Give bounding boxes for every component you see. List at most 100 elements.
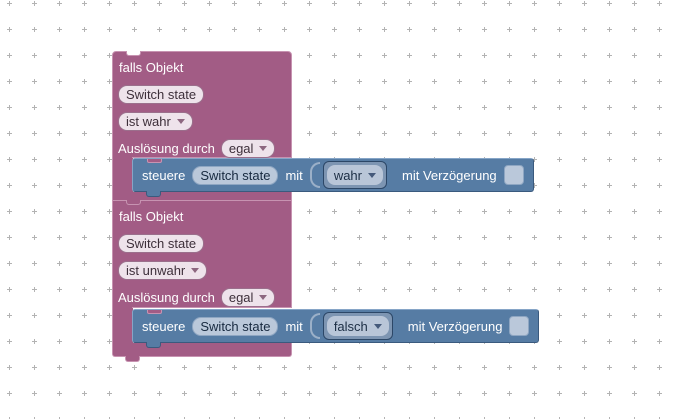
grid-cross — [657, 235, 662, 240]
grid-cross — [632, 391, 637, 396]
grid-cross — [507, 105, 512, 110]
grid-cross — [657, 183, 662, 188]
grid-cross — [32, 365, 37, 370]
grid-cross — [457, 365, 462, 370]
grid-cross — [7, 53, 12, 58]
grid-cross — [407, 27, 412, 32]
grid-cross — [82, 27, 87, 32]
grid-cross — [557, 105, 562, 110]
grid-cross — [57, 261, 62, 266]
grid-cross — [582, 209, 587, 214]
boolean-value-block[interactable]: falsch — [322, 312, 393, 340]
grid-cross — [457, 131, 462, 136]
grid-cross — [532, 287, 537, 292]
grid-cross — [257, 365, 262, 370]
grid-cross — [107, 391, 112, 396]
grid-cross — [457, 287, 462, 292]
grid-cross — [507, 235, 512, 240]
grid-cross — [382, 105, 387, 110]
grid-cross — [382, 287, 387, 292]
control-block-1[interactable]: steuere Switch state mit wahr mit Verzög… — [132, 158, 534, 197]
trigger-block-body[interactable]: falls Objekt Switch state ist unwahr Aus… — [112, 200, 292, 308]
grid-cross — [507, 79, 512, 84]
grid-cross — [82, 183, 87, 188]
object-id-field[interactable]: Switch state — [118, 234, 205, 253]
trigger-by-dropdown[interactable]: egal — [220, 288, 276, 307]
object-id-field[interactable]: Switch state — [118, 85, 205, 104]
grid-cross — [182, 1, 187, 6]
with-label: mit — [285, 318, 303, 334]
grid-cross — [582, 105, 587, 110]
grid-cross — [82, 157, 87, 162]
trigger-by-dropdown[interactable]: egal — [220, 139, 276, 158]
delay-checkbox[interactable] — [509, 316, 530, 336]
grid-cross — [557, 157, 562, 162]
grid-cross — [332, 209, 337, 214]
grid-cross — [32, 261, 37, 266]
grid-cross — [382, 27, 387, 32]
trigger-block-body[interactable]: falls Objekt Switch state ist wahr Auslö… — [112, 51, 292, 158]
boolean-dropdown[interactable]: wahr — [326, 165, 383, 185]
grid-cross — [457, 79, 462, 84]
grid-cross — [582, 313, 587, 318]
grid-cross — [7, 235, 12, 240]
grid-cross — [557, 53, 562, 58]
grid-cross — [82, 391, 87, 396]
control-block-2[interactable]: steuere Switch state mit falsch mit Verz… — [132, 309, 540, 348]
grid-cross — [232, 1, 237, 6]
grid-cross — [482, 287, 487, 292]
grid-cross — [32, 105, 37, 110]
grid-cross — [607, 287, 612, 292]
grid-cross — [107, 261, 112, 266]
grid-cross — [307, 1, 312, 6]
grid-cross — [532, 79, 537, 84]
grid-cross — [432, 105, 437, 110]
state-condition-dropdown[interactable]: ist unwahr — [118, 261, 208, 280]
grid-cross — [57, 365, 62, 370]
grid-cross — [582, 53, 587, 58]
grid-cross — [282, 417, 287, 419]
control-object-field[interactable]: Switch state — [192, 316, 279, 336]
grid-cross — [357, 131, 362, 136]
grid-cross — [532, 209, 537, 214]
grid-cross — [432, 287, 437, 292]
chevron-down-icon — [368, 172, 376, 178]
grid-cross — [632, 105, 637, 110]
grid-cross — [657, 261, 662, 266]
grid-cross — [357, 1, 362, 6]
grid-cross — [482, 417, 487, 419]
grid-cross — [657, 1, 662, 6]
delay-label: mit Verzögerung — [402, 167, 497, 183]
boolean-dropdown[interactable]: falsch — [326, 316, 389, 336]
grid-cross — [382, 79, 387, 84]
grid-cross — [532, 1, 537, 6]
grid-cross — [657, 131, 662, 136]
block-type-label: falls Objekt — [119, 60, 184, 75]
grid-cross — [482, 1, 487, 6]
grid-cross — [157, 417, 162, 419]
grid-cross — [107, 365, 112, 370]
grid-cross — [657, 365, 662, 370]
grid-cross — [607, 209, 612, 214]
grid-cross — [232, 417, 237, 419]
grid-cross — [657, 105, 662, 110]
grid-cross — [607, 261, 612, 266]
control-object-field[interactable]: Switch state — [192, 165, 279, 185]
grid-cross — [107, 53, 112, 58]
grid-cross — [307, 53, 312, 58]
grid-cross — [432, 261, 437, 266]
grid-cross — [657, 27, 662, 32]
grid-cross — [57, 417, 62, 419]
grid-cross — [32, 1, 37, 6]
state-condition-dropdown[interactable]: ist wahr — [118, 112, 193, 131]
value-socket-icon — [309, 162, 320, 188]
grid-cross — [657, 339, 662, 344]
boolean-value-block[interactable]: wahr — [322, 161, 387, 189]
grid-cross — [432, 235, 437, 240]
grid-cross — [232, 27, 237, 32]
grid-cross — [57, 157, 62, 162]
grid-cross — [482, 209, 487, 214]
delay-checkbox[interactable] — [503, 165, 524, 185]
grid-cross — [582, 131, 587, 136]
